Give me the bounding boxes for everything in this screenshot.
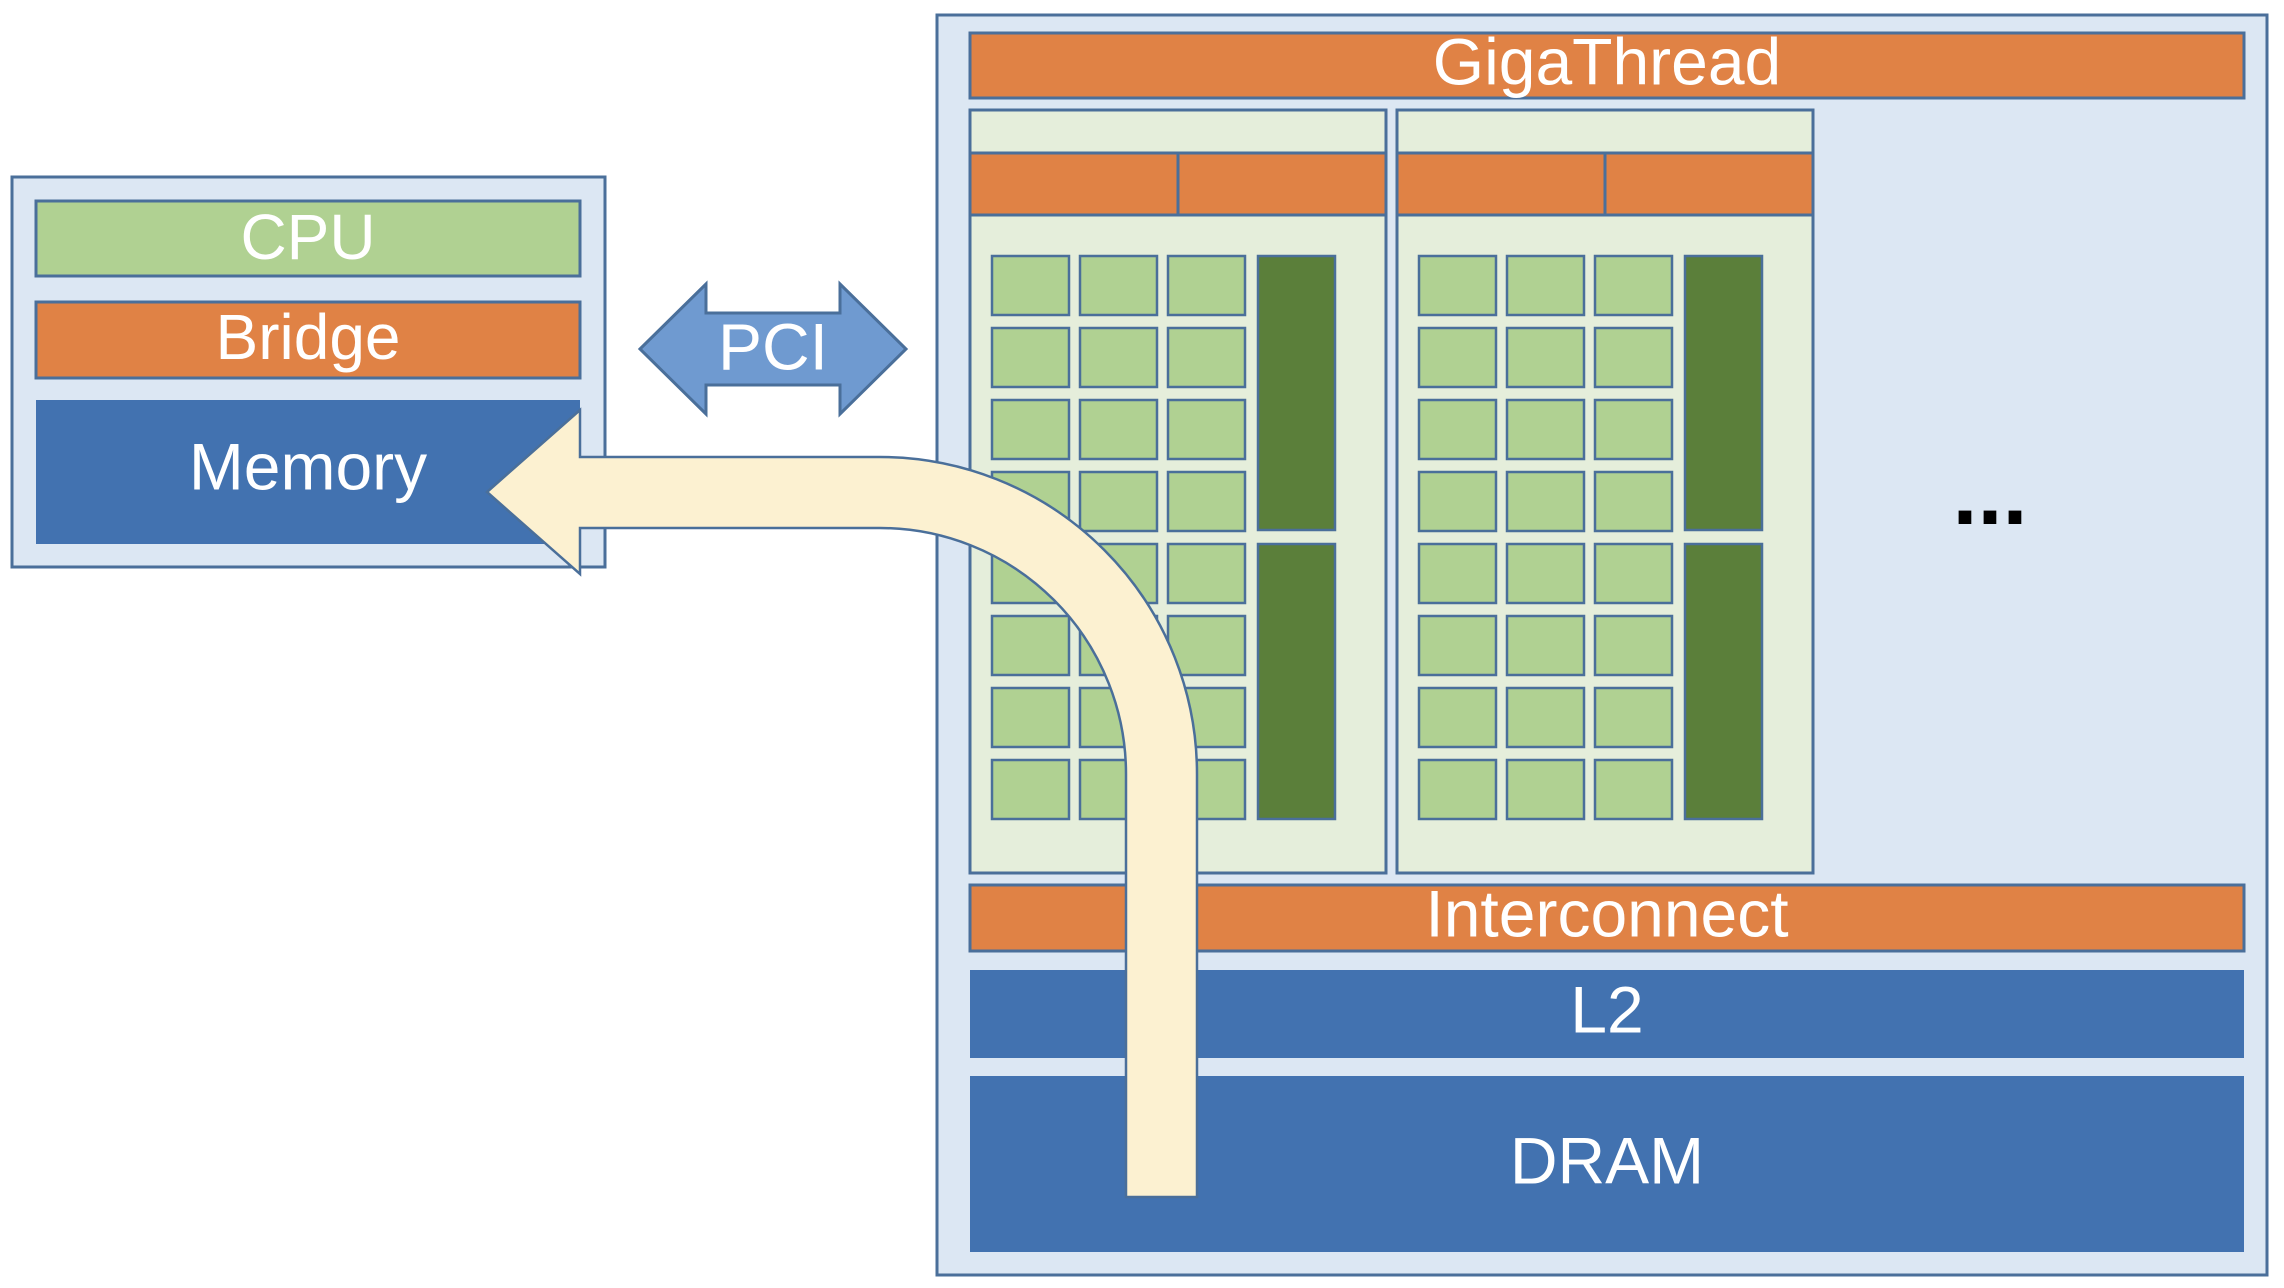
sm-core bbox=[1417, 542, 1498, 605]
gigathread-label: GigaThread bbox=[1433, 24, 1782, 98]
sm-core bbox=[1417, 686, 1498, 749]
sm-core bbox=[1166, 470, 1247, 533]
sm-core bbox=[1417, 398, 1498, 461]
pci-label: PCI bbox=[718, 309, 828, 383]
sm-core bbox=[990, 326, 1071, 389]
sm-core bbox=[1505, 398, 1586, 461]
pci-link: PCI bbox=[637, 280, 909, 418]
sm-unit-block bbox=[1256, 254, 1337, 532]
sm-core bbox=[1417, 254, 1498, 317]
host-system: CPU Bridge Memory bbox=[10, 175, 607, 569]
sm-core bbox=[1593, 614, 1674, 677]
sm-core bbox=[1505, 686, 1586, 749]
sm-core bbox=[1166, 398, 1247, 461]
memory-block bbox=[36, 400, 580, 544]
sm-core bbox=[990, 254, 1071, 317]
pci-double-arrow bbox=[637, 280, 909, 418]
sm-scheduler-block bbox=[1603, 151, 1815, 217]
sm-unit-block bbox=[1683, 542, 1764, 821]
sm-core bbox=[1166, 542, 1247, 605]
transfer-arrow-shape bbox=[485, 407, 1199, 1199]
sm-unit-block bbox=[1256, 542, 1337, 821]
sm-core bbox=[1417, 758, 1498, 821]
sm-core bbox=[1505, 758, 1586, 821]
sm-core bbox=[990, 686, 1071, 749]
more-sm-ellipsis: ... bbox=[1952, 444, 2027, 544]
sm-scheduler-block bbox=[1395, 151, 1607, 217]
gigathread-block bbox=[968, 31, 2246, 100]
sm-core bbox=[1593, 470, 1674, 533]
sm-core bbox=[1078, 398, 1159, 461]
interconnect-label: Interconnect bbox=[1425, 876, 1788, 950]
l2-label: L2 bbox=[1570, 972, 1643, 1046]
sm-core bbox=[1593, 542, 1674, 605]
sm-core bbox=[1417, 326, 1498, 389]
sm-core bbox=[1166, 254, 1247, 317]
sm-core bbox=[1166, 614, 1247, 677]
sm-core bbox=[1593, 686, 1674, 749]
sm-core bbox=[1505, 614, 1586, 677]
sm-scheduler-block bbox=[1176, 151, 1388, 217]
cpu-label: CPU bbox=[240, 201, 375, 273]
dram-label: DRAM bbox=[1510, 1123, 1704, 1197]
sm-core bbox=[1593, 758, 1674, 821]
sm-core bbox=[1166, 326, 1247, 389]
sm-core bbox=[1593, 398, 1674, 461]
memory-label: Memory bbox=[189, 429, 427, 503]
sm-core bbox=[990, 758, 1071, 821]
sm-core bbox=[1505, 470, 1586, 533]
sm-core bbox=[1593, 326, 1674, 389]
streaming-multiprocessor bbox=[1395, 108, 1815, 875]
sm-core bbox=[1078, 326, 1159, 389]
sm-core bbox=[990, 398, 1071, 461]
bridge-block bbox=[34, 300, 582, 380]
sm-core bbox=[1417, 470, 1498, 533]
sm-core bbox=[990, 614, 1071, 677]
sm-core bbox=[1078, 470, 1159, 533]
cpu-block bbox=[34, 199, 582, 278]
sm-core bbox=[1505, 326, 1586, 389]
sm-scheduler-block bbox=[968, 151, 1180, 217]
sm-core bbox=[1505, 254, 1586, 317]
sm-core bbox=[1078, 254, 1159, 317]
sm-unit-block bbox=[1683, 254, 1764, 532]
sm-core bbox=[1593, 254, 1674, 317]
sm-core bbox=[1417, 614, 1498, 677]
sm-core bbox=[1505, 542, 1586, 605]
bridge-label: Bridge bbox=[216, 301, 401, 373]
